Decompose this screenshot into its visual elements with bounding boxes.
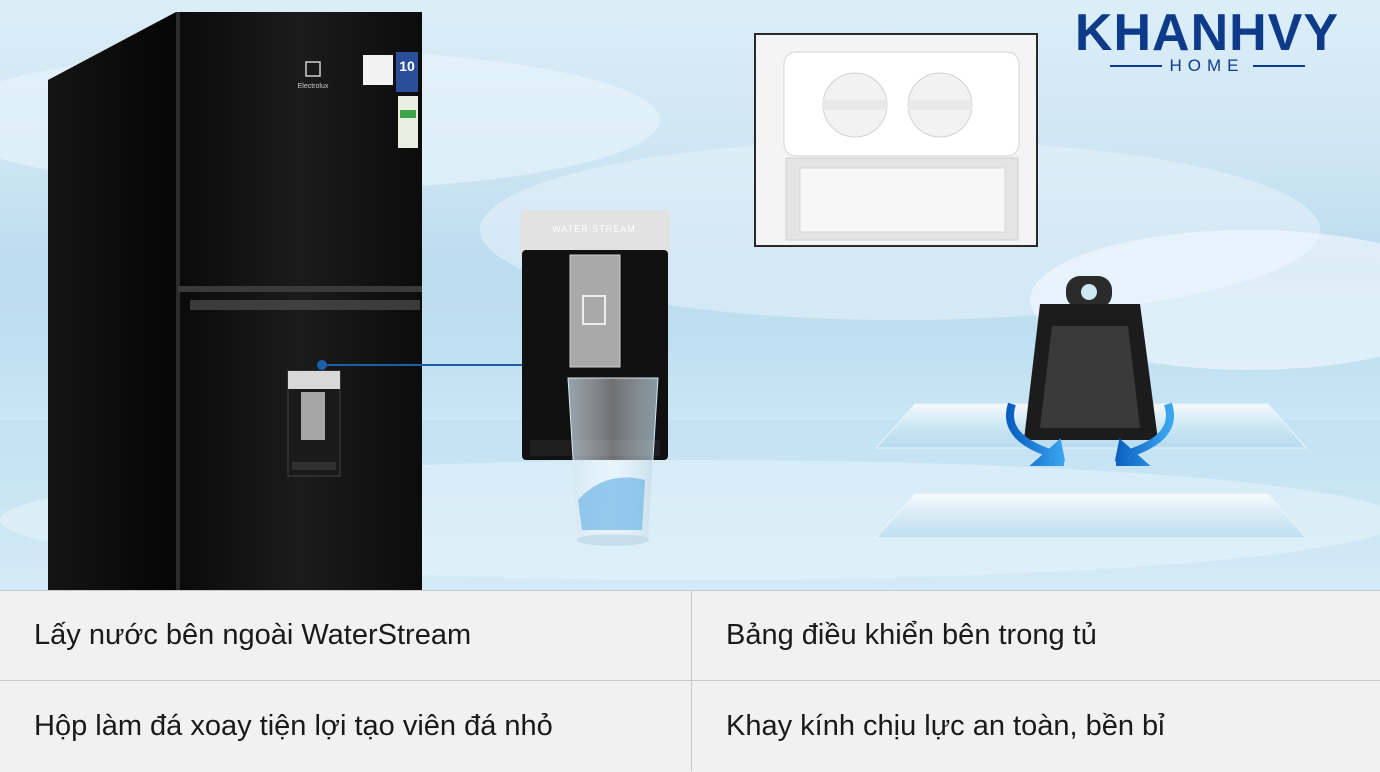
feature-cell: Khay kính chịu lực an toàn, bền bỉ [726, 709, 1165, 742]
feature-table: Lấy nước bên ngoài WaterStream Bảng điều… [0, 590, 1380, 772]
illustration-svg: Electrolux 10 WATER STREAM [0, 12, 1380, 590]
feature-row: Hộp làm đá xoay tiện lợi tạo viên đá nhỏ… [0, 681, 1380, 771]
feature-row: Lấy nước bên ngoài WaterStream Bảng điều… [0, 591, 1380, 681]
water-dispenser-closeup: WATER STREAM [520, 210, 670, 546]
ice-maker-inset [754, 33, 1038, 247]
logo-line-right [1252, 65, 1305, 67]
fridge-brand-label: Electrolux [298, 83, 329, 90]
weight-icon [1006, 276, 1174, 466]
energy-badge: 10 [399, 58, 415, 74]
brand-sub: HOME [1044, 56, 1370, 76]
feature-cell: Hộp làm đá xoay tiện lợi tạo viên đá nhỏ [0, 681, 692, 771]
brand-sub-text: HOME [1169, 56, 1245, 75]
logo-line-left [1109, 65, 1162, 67]
feature-cell: Lấy nước bên ngoài WaterStream [0, 591, 692, 680]
product-illustration: Electrolux 10 WATER STREAM [0, 0, 1380, 590]
brand-logo: KHANHVY HOME [1044, 6, 1370, 76]
brand-name: KHANHVY [1074, 4, 1340, 62]
feature-cell: Bảng điều khiển bên trong tủ [726, 619, 1097, 651]
dispenser-label: WATER STREAM [552, 224, 636, 234]
refrigerator-image: Electrolux 10 [48, 12, 422, 590]
